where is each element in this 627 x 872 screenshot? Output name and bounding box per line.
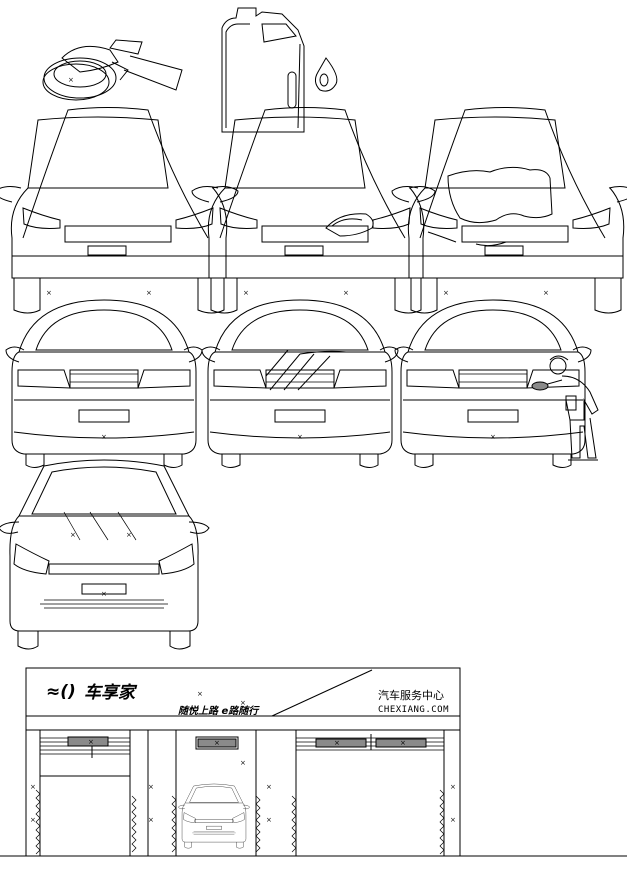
oil-jug-icon (221, 7, 338, 133)
svg-text:×: × (30, 783, 36, 791)
sedan-front-worker-buffing: × (394, 299, 599, 468)
brand-logo-mark: ≈() (46, 682, 76, 702)
svg-text:×: × (266, 816, 272, 824)
svg-text:×: × (30, 816, 36, 824)
svg-text:×: × (126, 531, 132, 539)
svg-text:×: × (240, 759, 246, 767)
svg-text:×: × (46, 289, 52, 297)
svg-text:×: × (148, 783, 154, 791)
svg-text:×: × (68, 76, 74, 84)
left-bay-louvres: × (40, 736, 130, 777)
svg-text:×: × (70, 531, 76, 539)
svg-text:×: × (443, 289, 449, 297)
svg-text:×: × (101, 590, 107, 598)
sedan-front-polishing: × (201, 299, 399, 468)
svg-text:×: × (214, 739, 220, 747)
svg-text:×: × (490, 433, 496, 441)
svg-text:×: × (101, 433, 107, 441)
slogan-text: 随悦上路 e路随行 (178, 705, 260, 717)
car-front-wax-coated: × × (391, 107, 627, 314)
svg-text:×: × (450, 816, 456, 824)
svg-text:×: × (240, 699, 246, 707)
hatchback-front-with-windshield-marks: × × × (0, 459, 210, 650)
storefront-car (178, 783, 250, 849)
service-center-title: 汽车服务中心 (378, 688, 444, 702)
website-url: CHEXIANG.COM (378, 705, 449, 715)
svg-text:×: × (334, 739, 340, 747)
svg-text:×: × (266, 783, 272, 791)
svg-text:×: × (343, 289, 349, 297)
svg-text:×: × (450, 783, 456, 791)
shrub-planting (35, 789, 445, 855)
polisher-icon: × (42, 39, 183, 101)
worker-figure (531, 355, 599, 461)
car-front-clean: × × (0, 107, 239, 314)
svg-text:×: × (400, 739, 406, 747)
svg-text:×: × (88, 738, 94, 746)
svg-text:×: × (197, 690, 203, 698)
svg-text:×: × (148, 816, 154, 824)
brand-name: 车享家 (84, 683, 138, 703)
sedan-front-clean: × (5, 299, 203, 468)
right-bay-louvres: × × (296, 734, 444, 751)
svg-text:×: × (146, 289, 152, 297)
svg-text:×: × (297, 433, 303, 441)
storefront-elevation: ≈() 车享家 随悦上路 e路随行 汽车服务中心 CHEXIANG.COM × … (0, 667, 627, 857)
svg-text:×: × (543, 289, 549, 297)
svg-text:×: × (243, 289, 249, 297)
car-front-applying-wax: × × (191, 107, 436, 314)
